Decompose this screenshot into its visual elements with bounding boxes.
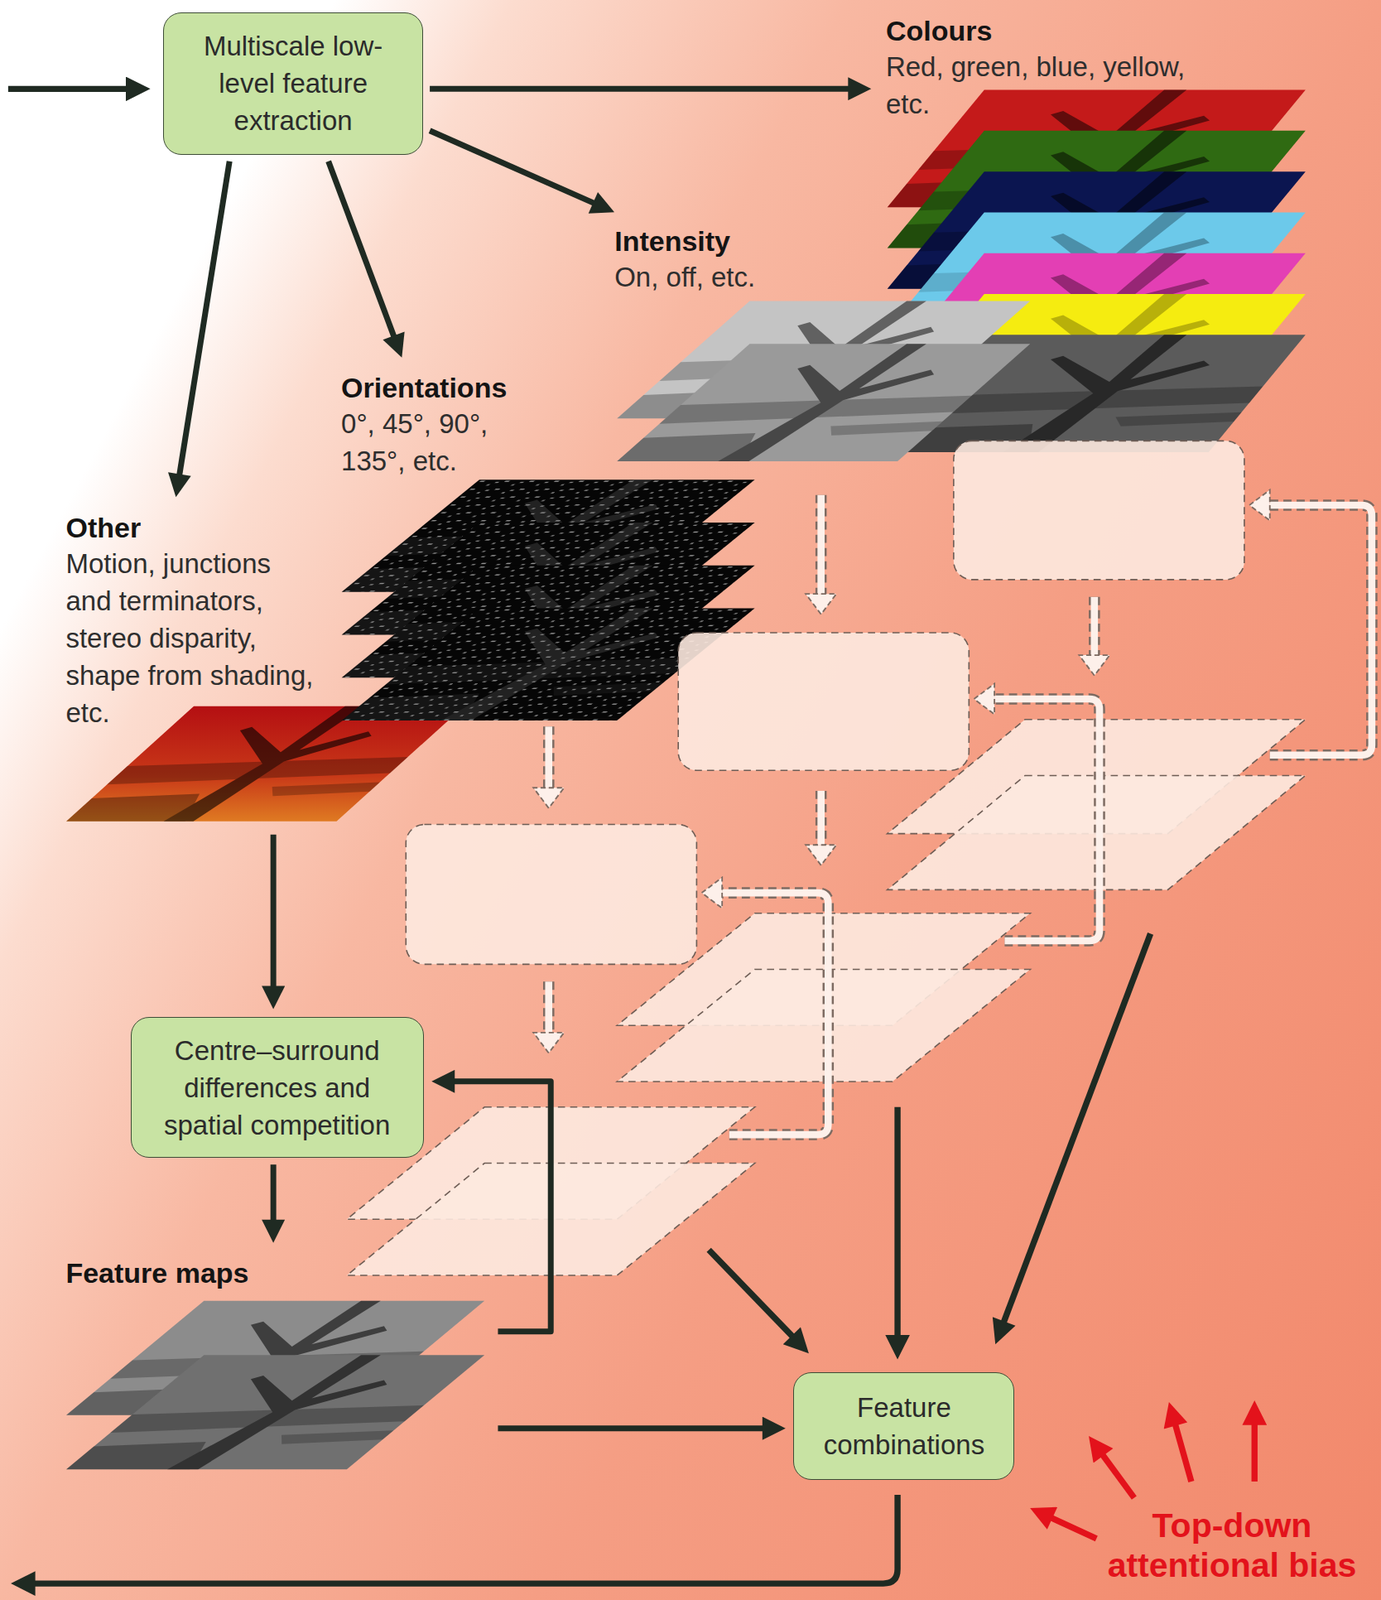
- hollow-head: [533, 1032, 564, 1054]
- hollow-head: [702, 877, 723, 909]
- process-box: Feature combinations: [793, 1371, 1015, 1480]
- box-label: Centre–surround differences and spatial …: [149, 1031, 405, 1144]
- hollow-shaft-core: [544, 981, 553, 1033]
- hollow-shaft: [1088, 596, 1101, 655]
- flow-arrow: [1000, 933, 1151, 1330]
- flow-arrow: [708, 1249, 799, 1343]
- feature-map-stack: [66, 1300, 485, 1469]
- flow-arrows: [8, 88, 1151, 1584]
- hollow-shaft-core: [994, 698, 1100, 941]
- dashed-box: [405, 824, 697, 965]
- other-map: [66, 706, 464, 822]
- map-stack: Feature maps: [58, 1250, 491, 1474]
- map-description: 0°, 45°, 90°, 135°, etc.: [341, 404, 520, 480]
- flow-arrow: [429, 130, 602, 207]
- hollow-shaft-core: [544, 726, 553, 788]
- hollow-shaft-core: [721, 892, 828, 1135]
- bias-arrow: [1043, 1513, 1097, 1539]
- hollow-head: [533, 787, 564, 809]
- map-stack: Orientations0°, 45°, 90°, 135°, etc.: [334, 365, 525, 485]
- bias-arrow: [1097, 1447, 1135, 1497]
- hollow-shaft: [543, 726, 555, 788]
- hollow-head: [805, 593, 837, 615]
- hollow-shaft: [815, 790, 828, 845]
- bias-arrow: [1251, 1414, 1258, 1482]
- hollow-shaft-core: [817, 790, 825, 845]
- feature-map: [66, 1354, 485, 1469]
- box-label: Feature combinations: [812, 1388, 996, 1463]
- input-arrow: [8, 86, 136, 92]
- process-box: Centre–surround differences and spatial …: [130, 1016, 424, 1158]
- process-box: Multiscale low-level feature extraction: [163, 12, 424, 155]
- hollow-head: [973, 683, 995, 715]
- hollow-head: [1249, 490, 1271, 521]
- flow-arrow: [178, 161, 230, 484]
- annotation: Top-down attentional bias: [1099, 1505, 1365, 1585]
- hollow-shaft-core: [1091, 596, 1099, 655]
- hollow-head: [1078, 654, 1110, 676]
- map-description: Motion, junctions and terminators, stere…: [65, 544, 323, 732]
- intensity-map-stack: [616, 301, 1030, 462]
- map-description: On, off, etc.: [614, 258, 822, 296]
- hollow-shaft: [543, 981, 555, 1033]
- hollow-arrows: [533, 490, 1372, 1136]
- flow-arrow: [445, 1081, 551, 1332]
- map-stack: ColoursRed, green, blue, yellow, etc.: [879, 8, 1228, 128]
- flow-arrow: [429, 86, 857, 92]
- hollow-shaft-core: [1270, 505, 1372, 756]
- flow-arrow: [270, 834, 277, 996]
- bias-arrow: [1173, 1415, 1192, 1482]
- map-stack: IntensityOn, off, etc.: [607, 218, 823, 301]
- output-arrow: [25, 1494, 898, 1584]
- hollow-shaft: [994, 698, 1100, 941]
- hollow-shaft: [1270, 505, 1372, 756]
- hollow-shaft: [815, 495, 828, 594]
- map-description: Red, green, blue, yellow, etc.: [885, 48, 1218, 123]
- map-heading: Other: [65, 510, 323, 545]
- pale-pipeline: [346, 440, 1306, 1276]
- map-heading: Feature maps: [65, 1255, 314, 1290]
- flow-arrow: [328, 161, 398, 345]
- map-stack: OtherMotion, junctions and terminators, …: [58, 505, 464, 828]
- map-heading: Intensity: [614, 223, 822, 259]
- hollow-shaft: [721, 892, 828, 1135]
- map-heading: Colours: [885, 13, 1218, 49]
- box-label: Multiscale low-level feature extraction: [182, 27, 405, 140]
- flow-arrow: [497, 1424, 772, 1431]
- hollow-shaft-core: [817, 495, 825, 594]
- dashed-box: [953, 440, 1245, 580]
- hollow-head: [805, 844, 837, 866]
- dashed-box: [678, 632, 969, 770]
- flow-arrow: [270, 1164, 277, 1229]
- map-heading: Orientations: [341, 370, 520, 405]
- flow-arrow: [894, 1106, 900, 1345]
